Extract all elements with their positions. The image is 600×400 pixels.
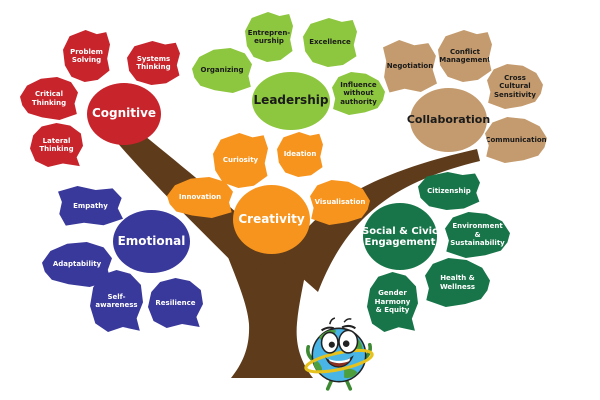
- leaf-label: Citizenship: [427, 186, 471, 195]
- leaf-label: Self- awareness: [95, 292, 138, 309]
- leaf-label: Visualisation: [314, 198, 366, 207]
- leaf-label: Excellence: [309, 38, 351, 47]
- cluster-circle-leadership: Leadership: [252, 72, 330, 130]
- cluster-label: Collaboration: [406, 112, 491, 126]
- cluster-circle-collaboration: Collaboration: [406, 88, 491, 152]
- mascot-eyes: [320, 324, 359, 354]
- leaf-label: Systems Thinking: [136, 54, 171, 71]
- tree-branch-right: [284, 149, 480, 292]
- leaf-label: Ideation: [283, 150, 317, 159]
- cluster-label: Creativity: [238, 211, 305, 226]
- leaf-label: Health & Wellness: [439, 274, 476, 291]
- leaf-cross-cultural-sensitivity: Cross Cultural Sensitivity: [487, 64, 543, 109]
- cluster-label: Leadership: [253, 93, 329, 108]
- cluster-label: Emotional: [117, 233, 186, 248]
- leaf-label: Environment & Sustainability: [450, 222, 505, 248]
- leaf-label: Empathy: [73, 201, 108, 210]
- leaf-environment-sustainability: Environment & Sustainability: [445, 212, 510, 258]
- leaf-label: Organizing: [200, 66, 244, 75]
- cluster-circle-emotional: Emotional: [113, 210, 190, 273]
- cluster-circle-cognitive: Cognitive: [87, 83, 161, 145]
- leaf-systems-thinking: Systems Thinking: [127, 41, 180, 85]
- leaf-label: Lateral Thinking: [39, 136, 74, 153]
- leaf-entrepreneurship: Entrepren- eurship: [245, 12, 293, 62]
- leaf-ideation: Ideation: [277, 132, 323, 177]
- leaf-gender-harmony-equity: Gender Harmony & Equity: [367, 272, 418, 332]
- leaf-self-awareness: Self- awareness: [90, 270, 143, 332]
- mascot-hair: [329, 317, 352, 325]
- leaf-label: Innovation: [178, 193, 222, 202]
- leaf-curiosity: Curiosity: [213, 133, 268, 188]
- leaf-label: Curiosity: [222, 156, 259, 165]
- cluster-circle-creativity: Creativity: [233, 185, 310, 254]
- leaf-excellence: Excellence: [303, 18, 357, 67]
- leaf-label: Cross Cultural Sensitivity: [494, 73, 536, 99]
- mascot-teeth: [328, 358, 351, 364]
- globe-mascot: [304, 317, 374, 391]
- leaf-problem-solving: Problem Solving: [63, 30, 110, 82]
- leaf-label: Adaptability: [52, 260, 102, 269]
- leaf-label: Communication: [485, 135, 547, 144]
- leaf-label: Negotiation: [386, 62, 434, 71]
- cluster-label: Social & Civic Engagement: [362, 225, 438, 248]
- leaf-resilience: Resilience: [148, 278, 203, 328]
- cluster-circle-social-civic: Social & Civic Engagement: [362, 203, 438, 270]
- mascot-ring: [304, 348, 374, 374]
- leaf-citizenship: Citizenship: [418, 172, 480, 210]
- leaf-label: Conflict Management: [439, 47, 491, 64]
- leaf-label: Gender Harmony & Equity: [374, 289, 411, 315]
- leaf-label: Critical Thinking: [31, 90, 67, 107]
- leaf-negotiation: Negotiation: [383, 40, 437, 93]
- leaf-label: Resilience: [155, 298, 196, 307]
- leaf-label: Problem Solving: [70, 47, 103, 64]
- leaf-empathy: Empathy: [58, 186, 123, 226]
- leaf-label: Influence without authority: [340, 80, 377, 106]
- leaf-label: Entrepren- eurship: [247, 28, 291, 45]
- leaf-conflict-management: Conflict Management: [438, 30, 492, 82]
- cluster-label: Cognitive: [91, 106, 157, 121]
- leaf-lateral-thinking: Lateral Thinking: [30, 123, 83, 167]
